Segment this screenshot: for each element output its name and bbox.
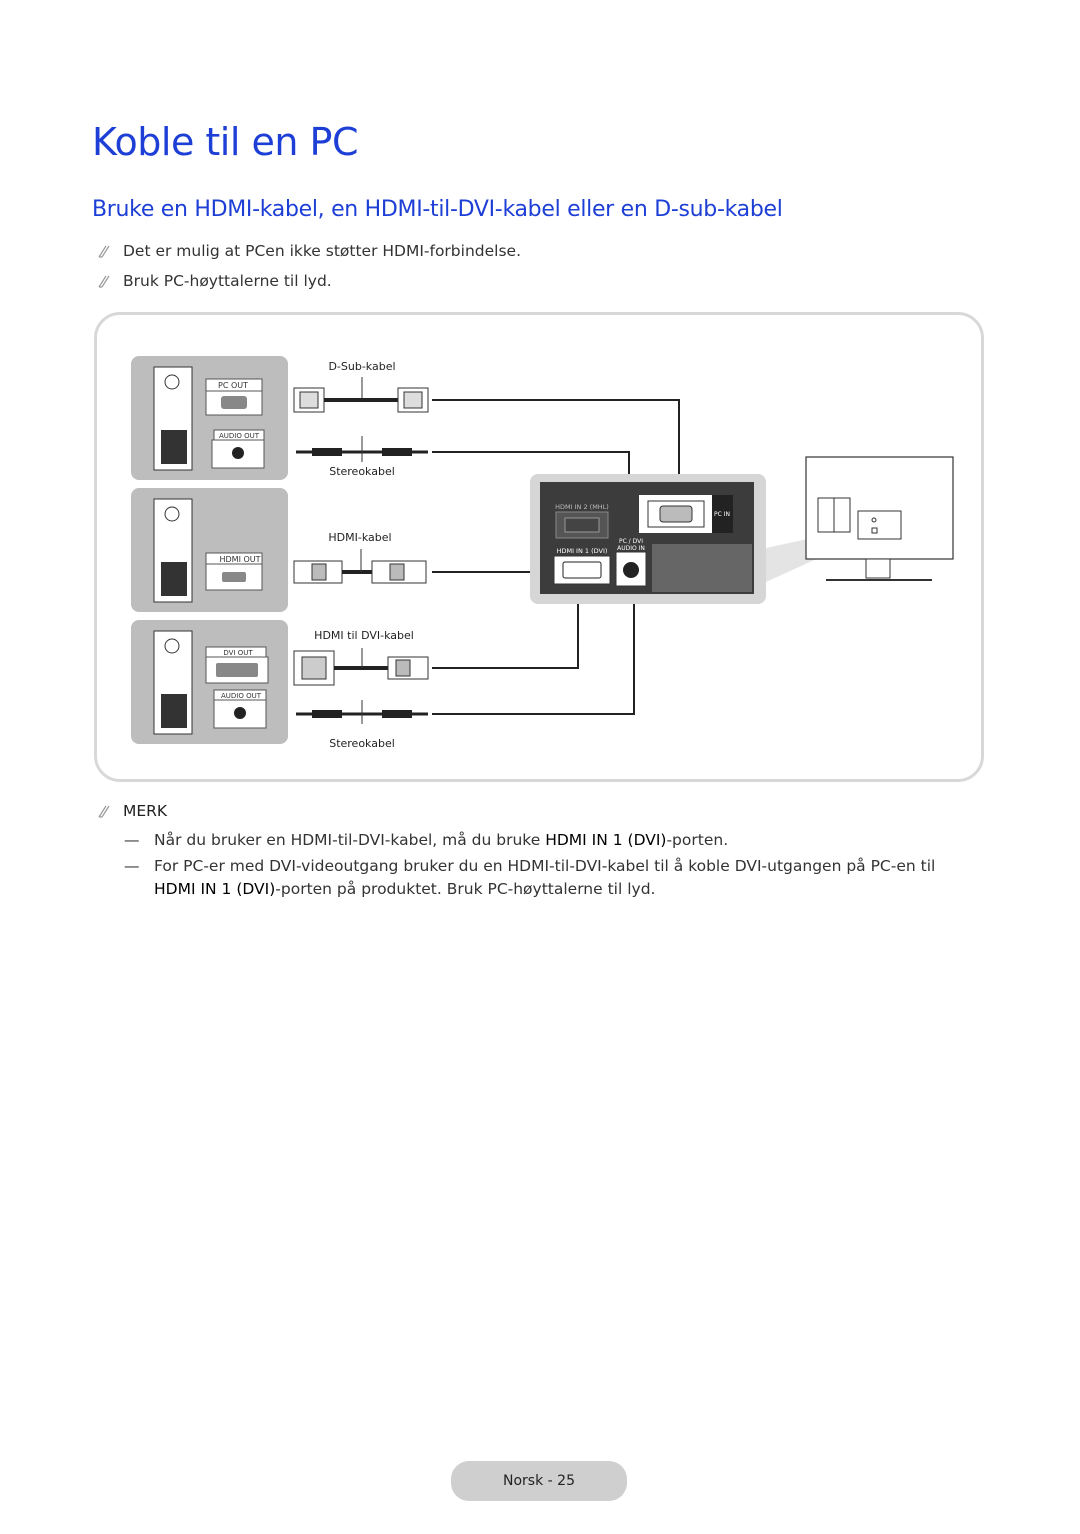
- port-label-pc-in: PC IN: [714, 511, 730, 518]
- cable-caption-hdmi: HDMI-kabel: [328, 531, 392, 544]
- text-run: -porten.: [666, 831, 729, 849]
- note-text: Bruk PC-høyttalerne til lyd.: [123, 272, 332, 290]
- hdmi-cable: [293, 549, 427, 584]
- connection-diagram: PC OUT AUDIO OUT HDMI OUT DVI OUT AUDIO …: [131, 356, 954, 744]
- cable-caption-stereo: Stereokabel: [329, 737, 395, 750]
- note-item: Det er mulig at PCen ikke støtter HDMI-f…: [96, 242, 521, 260]
- cable-caption-hdmi-dvi: HDMI til DVI-kabel: [314, 629, 414, 642]
- cable-caption-stereo: Stereokabel: [329, 465, 395, 478]
- port-name-emphasis: HDMI IN 1 (DVI): [154, 880, 276, 898]
- pc-panel-dsub: [131, 356, 288, 480]
- tv-back-illustration: [805, 456, 954, 581]
- port-label-audio-out: AUDIO OUT: [219, 432, 260, 440]
- connection-lines: [432, 399, 680, 715]
- pc-panel-dvi: [131, 620, 288, 744]
- text-run: Når du bruker en HDMI-til-DVI-kabel, må …: [154, 831, 546, 849]
- note-list-text: For PC-er med DVI-videoutgang bruker du …: [154, 855, 974, 901]
- port-label-audio-out: AUDIO OUT: [221, 692, 262, 700]
- port-label-pc-dvi: PC / DVI: [619, 538, 643, 545]
- dash-marker: —: [124, 831, 140, 849]
- hdmi-dvi-cable: [293, 648, 429, 686]
- dsub-cable: [293, 377, 429, 413]
- stereo-cable-top: [296, 436, 428, 462]
- pencil-note-icon: [98, 245, 110, 258]
- port-label-hdmi-in-2: HDMI IN 2 (MHL): [555, 503, 609, 511]
- dash-marker: —: [124, 857, 140, 875]
- stereo-cable-bottom: [296, 700, 428, 724]
- port-label-audio-in: AUDIO IN: [617, 545, 645, 552]
- port-label-hdmi-in-1: HDMI IN 1 (DVI): [557, 547, 608, 555]
- text-run: For PC-er med DVI-videoutgang bruker du …: [154, 857, 936, 875]
- note-text: Det er mulig at PCen ikke støtter HDMI-f…: [123, 242, 521, 260]
- pencil-note-icon: [98, 805, 110, 818]
- note-heading: MERK: [96, 802, 167, 820]
- pc-panel-hdmi: [131, 488, 288, 612]
- note-list-item: — Når du bruker en HDMI-til-DVI-kabel, m…: [124, 829, 974, 852]
- pencil-note-icon: [98, 275, 110, 288]
- connection-diagram-frame: [94, 312, 984, 782]
- page-number-badge: Norsk - 25: [451, 1461, 627, 1501]
- section-subtitle: Bruke en HDMI-kabel, en HDMI-til-DVI-kab…: [92, 197, 783, 222]
- note-list-text: Når du bruker en HDMI-til-DVI-kabel, må …: [154, 829, 974, 852]
- tv-port-panel: [530, 474, 766, 604]
- port-name-emphasis: HDMI IN 1 (DVI): [545, 831, 667, 849]
- text-run: -porten på produktet. Bruk PC-høyttalern…: [275, 880, 656, 898]
- cable-caption-dsub: D-Sub-kabel: [328, 360, 396, 373]
- note-heading-text: MERK: [123, 802, 168, 820]
- page-title: Koble til en PC: [92, 120, 359, 164]
- note-item: Bruk PC-høyttalerne til lyd.: [96, 272, 332, 290]
- port-label-hdmi-out: HDMI OUT: [219, 555, 260, 564]
- note-list-item: — For PC-er med DVI-videoutgang bruker d…: [124, 855, 974, 901]
- port-label-pc-out: PC OUT: [218, 381, 248, 390]
- port-label-dvi-out: DVI OUT: [223, 649, 253, 657]
